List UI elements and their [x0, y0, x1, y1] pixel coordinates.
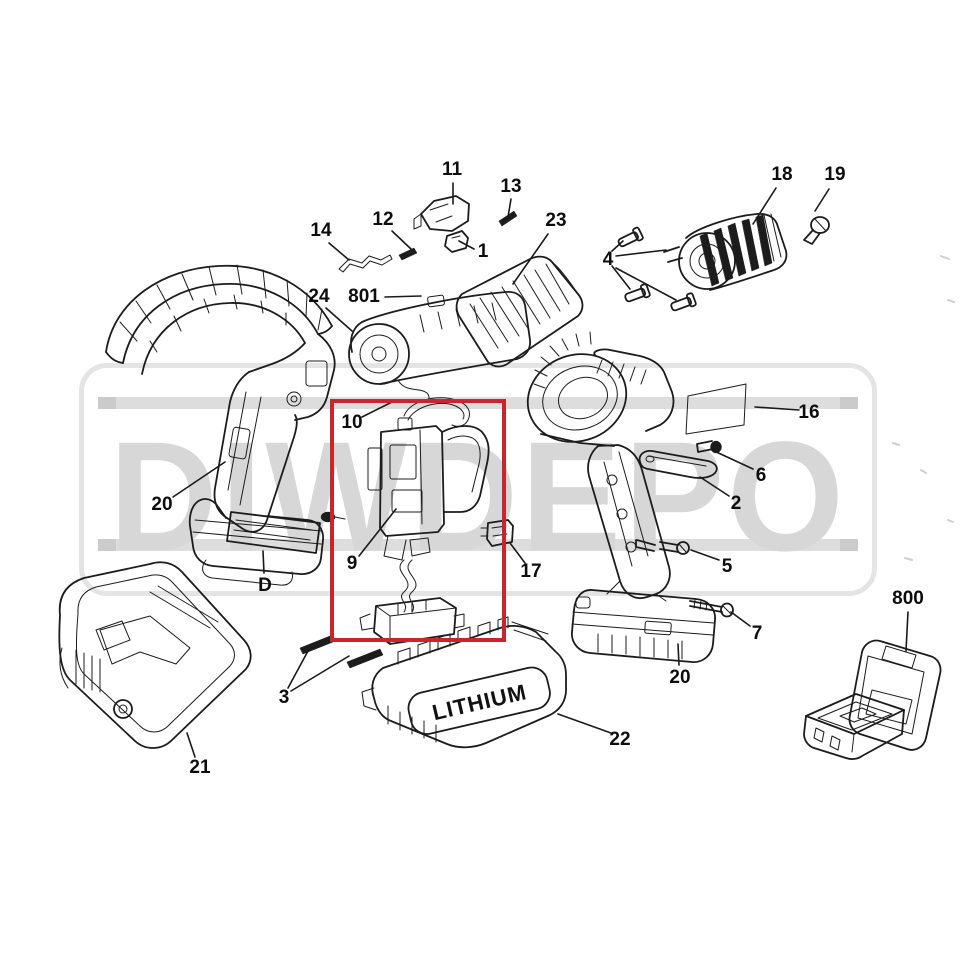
leader-line-4: [615, 267, 677, 301]
screw-5-art: [635, 539, 690, 555]
charger-21-art: [58, 561, 252, 749]
leader-line-1: [458, 240, 475, 250]
leader-line-4: [611, 265, 631, 290]
part-label-22-24: 22: [609, 729, 631, 750]
drill-housing-right-art: [526, 331, 716, 663]
watermark-frame: DIWDEPO: [79, 363, 877, 596]
watermark-bar-top: [98, 397, 858, 409]
part-label-1-4: 1: [477, 241, 489, 262]
motor-gearbox-art: [348, 255, 584, 403]
leader-line-12: [391, 230, 412, 250]
part-label-18-8: 18: [771, 164, 793, 185]
leader-line-21: [186, 732, 196, 758]
part-label-7-15: 7: [751, 623, 763, 644]
leader-line-24: [325, 307, 353, 332]
part-label-4-10: 4: [602, 249, 614, 270]
part-label-24-6: 24: [308, 286, 330, 307]
part-label-10-19: 10: [341, 412, 363, 433]
leader-line-800: [905, 611, 909, 652]
part-label-23-5: 23: [545, 210, 567, 231]
part-label-2-13: 2: [730, 493, 742, 514]
leader-line-7: [730, 611, 751, 627]
leader-line-6: [711, 449, 754, 470]
part-label-13-1: 13: [500, 176, 522, 197]
part-label-3-22: 3: [278, 687, 290, 708]
part-label-801-7: 801: [348, 286, 380, 307]
leader-line-9: [358, 508, 397, 557]
watermark-bar-bottom: [98, 539, 858, 551]
part-label-6-12: 6: [755, 465, 767, 486]
leader-line-16: [754, 406, 800, 411]
part-label-16-11: 16: [798, 402, 820, 423]
leader-line-18: [752, 187, 777, 225]
screw-19-art: [803, 216, 830, 245]
small-parts-top-art: [338, 195, 518, 273]
part-label-17-21: 17: [520, 561, 542, 582]
leader-line-801: [384, 295, 422, 298]
screw-7-art: [689, 599, 734, 618]
leader-line-5: [690, 549, 720, 561]
chuck-18-art: [663, 213, 788, 291]
leader-line-4: [611, 240, 624, 252]
part-label-11-0: 11: [441, 159, 463, 180]
part-label-9-20: 9: [346, 553, 358, 574]
leader-line-20: [172, 461, 226, 498]
leader-line-3: [290, 655, 350, 692]
leader-line-13: [507, 198, 512, 218]
leader-line-23: [512, 233, 549, 285]
leader-line-D: [262, 550, 265, 574]
leader-line-4: [615, 249, 667, 257]
part-label-12-2: 12: [372, 209, 394, 230]
leader-line-20: [677, 643, 680, 666]
scan-speckles: [892, 255, 955, 561]
label-sticker-16-art: [685, 383, 747, 435]
part-label-D-18: D: [258, 575, 272, 596]
leader-line-22: [557, 713, 612, 734]
leader-line-2: [699, 476, 730, 497]
belt-clip-2-art: [638, 449, 718, 479]
leader-line-3: [287, 650, 309, 689]
highlight-rectangle: [330, 399, 506, 642]
screws-3-art: [299, 635, 384, 669]
part-label-20-17: 20: [151, 494, 173, 515]
part-label-21-23: 21: [189, 757, 211, 778]
screw-6-art: [696, 440, 722, 454]
leader-line-19: [814, 188, 830, 212]
kit-box-800-art: [803, 639, 942, 760]
part-label-14-3: 14: [310, 220, 332, 241]
leader-line-14: [328, 242, 350, 261]
part-label-19-9: 19: [824, 164, 846, 185]
drill-housing-left-art: [105, 264, 346, 586]
part-label-20-16: 20: [669, 667, 691, 688]
part-label-800-25: 800: [892, 588, 924, 609]
watermark-text: DIWDEPO: [109, 408, 847, 584]
leader-line-17: [509, 542, 526, 564]
part-label-5-14: 5: [721, 556, 733, 577]
